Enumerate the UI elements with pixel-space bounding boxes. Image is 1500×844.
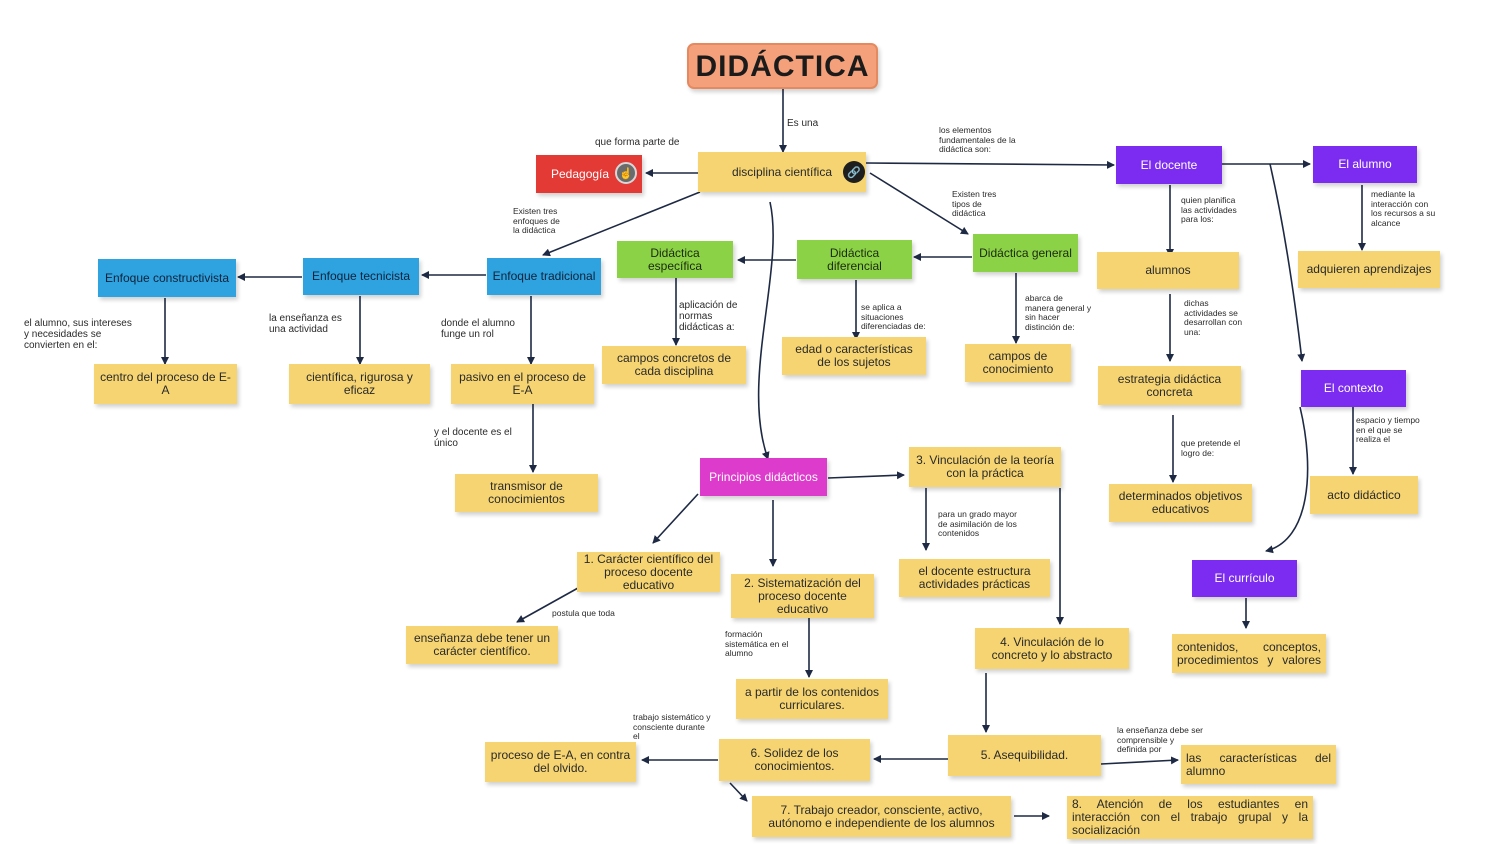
node-adquieren-aprendizajes[interactable]: adquieren aprendizajes xyxy=(1298,251,1440,288)
label-ensenanza-actividad: la enseñanza es una actividad xyxy=(269,313,342,335)
label-pretende: que pretende el logro de: xyxy=(1181,438,1241,458)
node-el-contexto[interactable]: El contexto xyxy=(1301,370,1406,407)
node-enfoque-tecnicista[interactable]: Enfoque tecnicista xyxy=(303,258,419,295)
node-transmisor[interactable]: transmisor de conocimientos xyxy=(455,474,598,512)
label-grado-mayor: para un grado mayor de asimilación de lo… xyxy=(938,509,1017,538)
label-se-aplica: se aplica a situaciones diferenciadas de… xyxy=(861,302,926,331)
edge-principios-caracter xyxy=(652,493,699,544)
node-estructura-actividades[interactable]: el docente estructura actividades prácti… xyxy=(899,559,1050,597)
node-asequibilidad[interactable]: 5. Asequibilidad. xyxy=(948,735,1101,776)
node-acto-didactico[interactable]: acto didáctico xyxy=(1310,476,1418,514)
label-trabajo-sistematico: trabajo sistemático y consciente durante… xyxy=(633,712,711,741)
node-pasivo[interactable]: pasivo en el proceso de E-A xyxy=(451,364,594,404)
node-atencion-estudiantes[interactable]: 8. Atención de los estudiantes en intera… xyxy=(1067,796,1313,839)
node-solidez[interactable]: 6. Solidez de los conocimientos. xyxy=(719,739,870,781)
node-caracter-cientifico[interactable]: 1. Carácter científico del proceso docen… xyxy=(577,552,720,592)
node-caracteristicas-alumno[interactable]: las características del alumno xyxy=(1181,745,1336,784)
label-comprensible: la enseñanza debe ser comprensible y def… xyxy=(1117,725,1204,754)
edge-disciplina-principios xyxy=(757,201,774,460)
link-icon[interactable]: 🔗 xyxy=(843,161,865,183)
label-espacio: espacio y tiempo en el que se realiza el xyxy=(1356,415,1420,444)
node-edad-caracteristicas[interactable]: edad o características de los sujetos xyxy=(782,337,926,375)
label-postula: postula que toda xyxy=(552,608,615,618)
node-el-alumno[interactable]: El alumno xyxy=(1313,146,1417,183)
node-enfoque-constructivista[interactable]: Enfoque constructivista xyxy=(98,259,236,297)
edge-solidez-trabajo xyxy=(729,782,748,802)
node-principios-didacticos[interactable]: Principios didácticos xyxy=(700,458,827,496)
label-forma-parte: que forma parte de xyxy=(595,137,680,148)
label-dichas: dichas actividades se desarrollan con un… xyxy=(1184,298,1243,337)
edge-disciplina-docente xyxy=(865,160,1115,169)
node-estrategia-didactica[interactable]: estrategia didáctica concreta xyxy=(1098,366,1241,405)
node-didactica-especifica[interactable]: Didáctica específica xyxy=(617,241,733,278)
hand-pointer-icon[interactable]: ☝ xyxy=(615,162,637,184)
node-campos-conocimiento[interactable]: campos de conocimiento xyxy=(965,344,1071,382)
node-enfoque-tradicional[interactable]: Enfoque tradicional xyxy=(487,258,601,295)
node-ensenanza-caracter[interactable]: enseñanza debe tener un carácter científ… xyxy=(406,626,558,664)
node-objetivos-educativos[interactable]: determinados objetivos educativos xyxy=(1109,484,1252,522)
node-centro-proceso[interactable]: centro del proceso de E-A xyxy=(94,364,237,404)
node-campos-concretos[interactable]: campos concretos de cada disciplina xyxy=(602,346,746,384)
node-didactica-general[interactable]: Didáctica general xyxy=(973,234,1078,272)
label-elementos: los elementos fundamentales de la didáct… xyxy=(939,125,1016,154)
edge-asequibilidad-caracteristicas xyxy=(1100,756,1179,765)
node-didactica-diferencial[interactable]: Didáctica diferencial xyxy=(797,240,912,279)
node-el-docente[interactable]: El docente xyxy=(1116,146,1222,184)
label-alumno-intereses: el alumno, sus intereses y necesidades s… xyxy=(24,318,132,351)
label-tres-enfoques: Existen tres enfoques de la didáctica xyxy=(513,206,560,235)
node-didactica[interactable]: DIDÁCTICA xyxy=(687,43,878,89)
label-donde-alumno: donde el alumno funge un rol xyxy=(441,318,515,340)
label-formacion: formación sistemática en el alumno xyxy=(725,629,789,658)
node-proceso-olvido[interactable]: proceso de E-A, en contra del olvido. xyxy=(485,742,636,782)
node-el-curriculo[interactable]: El currículo xyxy=(1192,560,1297,597)
edge-contexto-curriculo xyxy=(1265,406,1309,554)
node-trabajo-creador[interactable]: 7. Trabajo creador, consciente, activo, … xyxy=(752,796,1011,837)
node-vinculacion-concreto[interactable]: 4. Vinculación de lo concreto y lo abstr… xyxy=(975,628,1129,669)
label-aplicacion: aplicación de normas didácticas a: xyxy=(679,300,738,333)
node-pedagogia[interactable]: Pedagogía xyxy=(536,155,642,193)
node-cientifica-rigurosa[interactable]: científica, rigurosa y eficaz xyxy=(289,364,430,404)
label-abarca: abarca de manera general y sin hacer dis… xyxy=(1025,293,1092,332)
label-docente-unico: y el docente es el único xyxy=(434,427,512,449)
label-quien-planifica: quien planifica las actividades para los… xyxy=(1181,195,1237,224)
label-mediante: mediante la interacción con los recursos… xyxy=(1371,189,1436,228)
node-disciplina-cientifica[interactable]: disciplina científica xyxy=(698,152,866,192)
node-alumnos[interactable]: alumnos xyxy=(1097,252,1239,289)
label-es-una: Es una xyxy=(787,118,819,129)
node-vinculacion-teoria[interactable]: 3. Vinculación de la teoría con la práct… xyxy=(909,447,1061,487)
edge-principios-vinculacion xyxy=(827,471,905,480)
label-tres-tipos: Existen tres tipos de didáctica xyxy=(952,189,997,218)
node-contenidos-curriculares[interactable]: a partir de los contenidos curriculares. xyxy=(736,679,888,719)
node-sistematizacion[interactable]: 2. Sistematización del proceso docente e… xyxy=(731,574,874,618)
node-contenidos-conceptos[interactable]: contenidos, conceptos, procedimientos y … xyxy=(1172,634,1326,673)
